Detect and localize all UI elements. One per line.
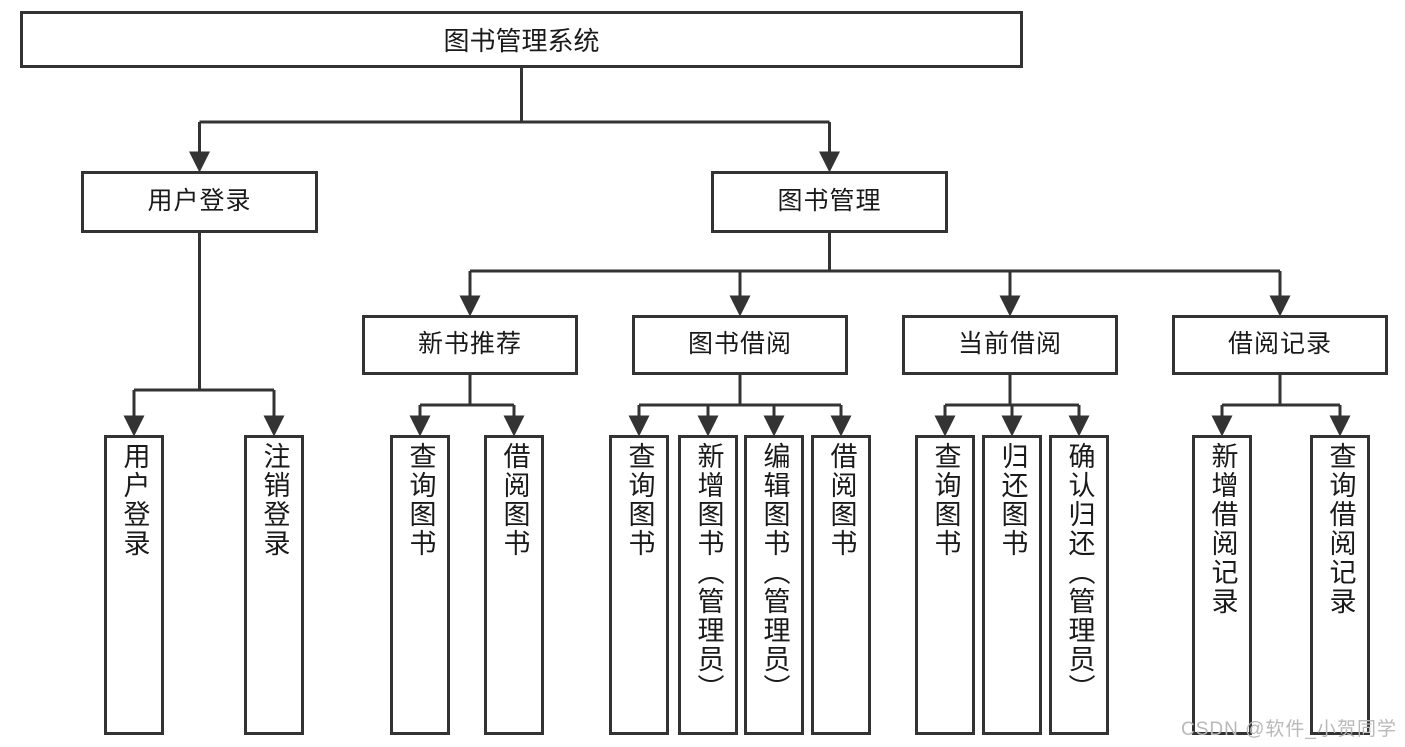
node-leaf-confirm-return[interactable]: 确认归还（管理员） [1049,435,1109,735]
node-leaf-add-book-label: 新增图书（管理员） [693,442,724,703]
node-leaf-edit-book-label: 编辑图书（管理员） [759,442,790,703]
node-leaf-logout[interactable]: 注销登录 [244,435,304,735]
node-leaf-query-book-cb[interactable]: 查询图书 [915,435,975,735]
node-leaf-add-book[interactable]: 新增图书（管理员） [678,435,738,735]
node-leaf-logout-label: 注销登录 [259,442,290,558]
node-user-login[interactable]: 用户登录 [81,171,318,233]
node-book-borrow-label: 图书借阅 [687,330,792,359]
node-new-book-recommend[interactable]: 新书推荐 [362,315,578,375]
node-leaf-user-login[interactable]: 用户登录 [104,435,164,735]
node-leaf-query-book-cb-label: 查询图书 [930,442,961,558]
node-book-borrow[interactable]: 图书借阅 [632,315,848,375]
node-borrow-record[interactable]: 借阅记录 [1172,315,1388,375]
node-user-login-label: 用户登录 [147,187,252,216]
node-root[interactable]: 图书管理系统 [20,11,1023,68]
node-leaf-query-book-rec-label: 查询图书 [405,442,436,558]
node-leaf-query-record-label: 查询借阅记录 [1325,442,1356,616]
node-borrow-record-label: 借阅记录 [1227,330,1332,359]
node-leaf-borrow-book-rec-label: 借阅图书 [499,442,530,558]
node-leaf-borrow-book-bb[interactable]: 借阅图书 [811,435,871,735]
node-leaf-query-book-rec[interactable]: 查询图书 [390,435,450,735]
node-leaf-borrow-book-bb-label: 借阅图书 [826,442,857,558]
node-leaf-query-book-bb-label: 查询图书 [624,442,655,558]
node-root-label: 图书管理系统 [443,26,600,56]
node-new-book-recommend-label: 新书推荐 [417,330,522,359]
node-leaf-add-record-label: 新增借阅记录 [1207,442,1238,616]
node-leaf-return-book[interactable]: 归还图书 [982,435,1042,735]
node-leaf-return-book-label: 归还图书 [997,442,1028,558]
node-leaf-borrow-book-rec[interactable]: 借阅图书 [484,435,544,735]
node-book-management-label: 图书管理 [777,187,882,216]
node-leaf-user-login-label: 用户登录 [119,442,150,558]
node-current-borrow-label: 当前借阅 [957,330,1062,359]
node-current-borrow[interactable]: 当前借阅 [902,315,1118,375]
node-leaf-query-record[interactable]: 查询借阅记录 [1310,435,1370,735]
node-leaf-add-record[interactable]: 新增借阅记录 [1192,435,1252,735]
node-leaf-query-book-bb[interactable]: 查询图书 [609,435,669,735]
node-book-management[interactable]: 图书管理 [711,171,948,233]
node-leaf-edit-book[interactable]: 编辑图书（管理员） [744,435,804,735]
watermark: CSDN @软件_小贺同学 [1181,719,1397,740]
node-leaf-confirm-return-label: 确认归还（管理员） [1064,442,1095,703]
